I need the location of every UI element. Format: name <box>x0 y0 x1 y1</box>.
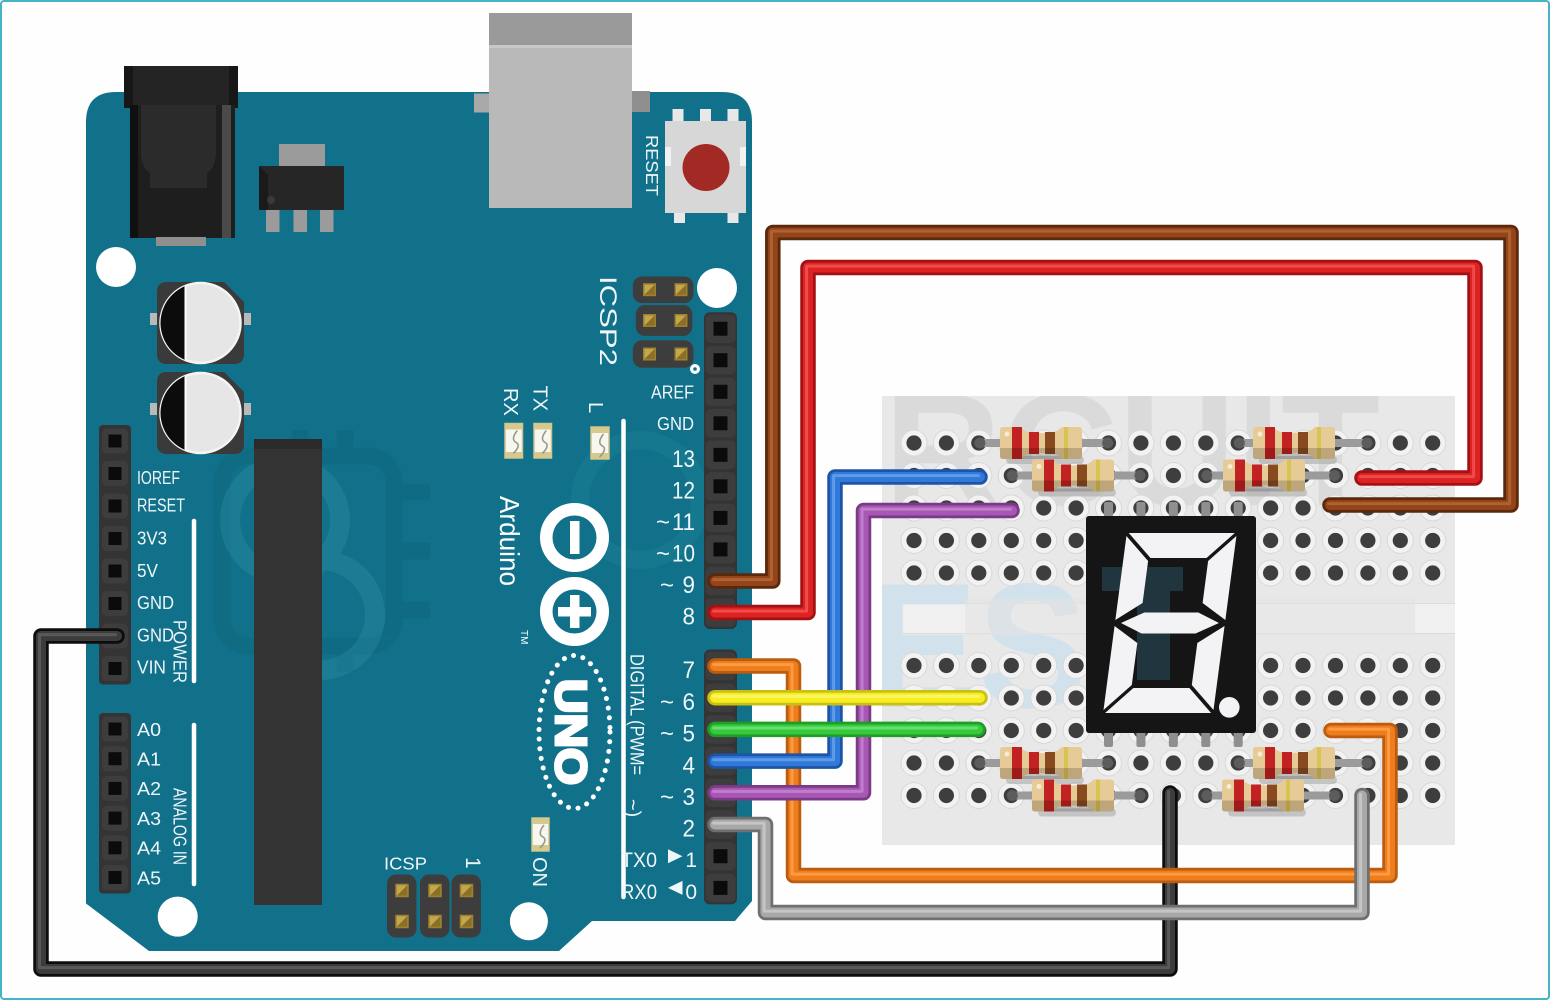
svg-text:RX0: RX0 <box>621 881 657 904</box>
svg-text:8: 8 <box>683 604 696 631</box>
svg-text:9: 9 <box>683 572 696 599</box>
svg-text:A3: A3 <box>137 809 161 829</box>
svg-text:GND: GND <box>657 413 694 434</box>
svg-text:TX: TX <box>529 386 551 412</box>
svg-text:12: 12 <box>672 478 695 505</box>
svg-text:7: 7 <box>683 657 696 684</box>
svg-text:A5: A5 <box>137 868 161 888</box>
svg-text:A4: A4 <box>137 839 161 859</box>
svg-text:RX: RX <box>499 388 521 416</box>
svg-text:5: 5 <box>683 721 696 748</box>
svg-text:VIN: VIN <box>137 658 166 678</box>
svg-text:RESET: RESET <box>642 135 662 196</box>
svg-text:GND: GND <box>137 626 174 646</box>
svg-text:10: 10 <box>672 541 695 568</box>
svg-text:A1: A1 <box>137 749 161 769</box>
svg-text:GND: GND <box>137 593 174 613</box>
svg-text:UNO: UNO <box>546 679 595 785</box>
svg-text:~: ~ <box>660 721 674 748</box>
svg-text:Arduino: Arduino <box>494 496 525 586</box>
svg-text:IOREF: IOREF <box>137 468 180 488</box>
svg-text:DIGITAL (PWM=: DIGITAL (PWM= <box>626 654 648 775</box>
svg-text:ICSP2: ICSP2 <box>594 276 621 366</box>
svg-text:0: 0 <box>685 881 697 904</box>
svg-text:~: ~ <box>656 541 670 568</box>
svg-text:6: 6 <box>683 689 696 716</box>
svg-text:ANALOG IN: ANALOG IN <box>170 788 190 865</box>
svg-text:3V3: 3V3 <box>137 529 167 549</box>
svg-text:3: 3 <box>683 784 696 811</box>
svg-text:13: 13 <box>672 446 695 473</box>
svg-text:~: ~ <box>660 784 674 811</box>
svg-text:A0: A0 <box>137 720 161 740</box>
svg-text:1: 1 <box>685 849 697 872</box>
svg-text:AREF: AREF <box>651 382 694 403</box>
svg-text:RESET: RESET <box>137 496 185 516</box>
svg-text:TM: TM <box>518 630 529 644</box>
svg-text:1: 1 <box>461 857 484 869</box>
svg-text:5V: 5V <box>137 561 158 581</box>
svg-text:TX0: TX0 <box>621 849 657 872</box>
svg-text:POWER: POWER <box>170 620 190 683</box>
svg-text:~: ~ <box>660 572 674 599</box>
svg-text:2: 2 <box>683 816 696 843</box>
svg-text:~: ~ <box>660 689 674 716</box>
svg-text:A2: A2 <box>137 779 161 799</box>
svg-text:4: 4 <box>683 752 696 779</box>
svg-text:ICSP: ICSP <box>384 854 427 874</box>
svg-text:11: 11 <box>672 509 695 536</box>
svg-text:ON: ON <box>528 857 550 887</box>
svg-text:~): ~) <box>622 799 644 817</box>
svg-text:L: L <box>584 402 606 413</box>
svg-text:~: ~ <box>656 509 670 536</box>
